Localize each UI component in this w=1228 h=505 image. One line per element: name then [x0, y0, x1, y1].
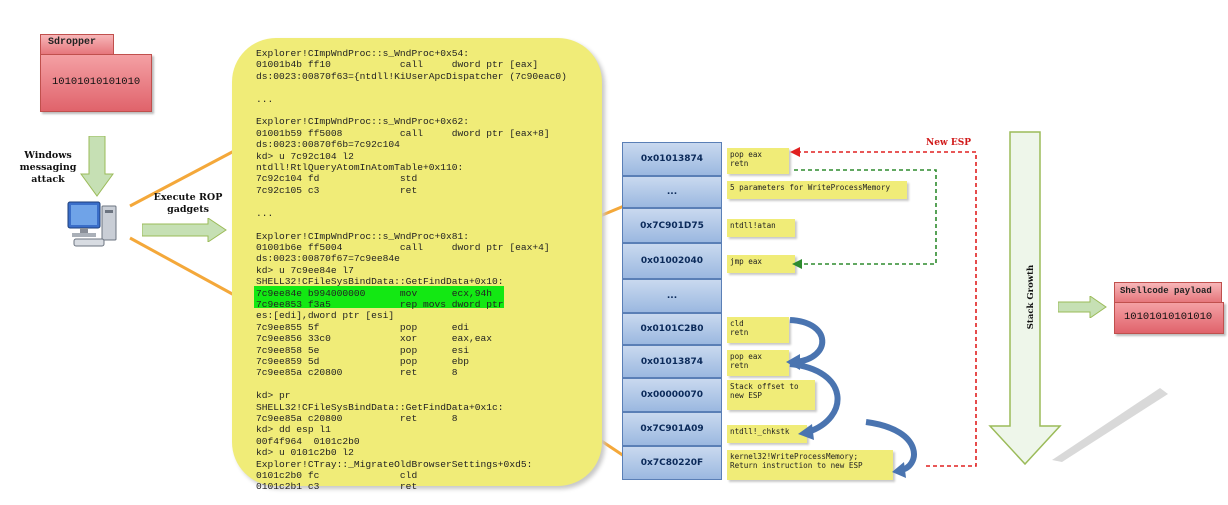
code-line: 01001b59 ff5008 call dword ptr [eax+8] [256, 127, 550, 139]
code-line: 7c92c104 fd std [256, 173, 418, 185]
code-line: ds:0023:00870f6b=7c92c104 [256, 139, 400, 151]
code-line: SHELL32!CFileSysBindData::GetFindData+0x… [256, 401, 504, 413]
stack-address: 0x7C901A09 [640, 424, 704, 434]
stack-cell: 0x7C901D75 [622, 208, 722, 243]
stack-cell: ... [622, 279, 722, 313]
code-line: ntdll!RtlQueryAtomInAtomTable+0x110: [256, 162, 464, 174]
gadget-note-line: ntdll!atan [730, 221, 776, 230]
debugger-listing: Explorer!CImpWndProc::s_WndProc+0x54: 01… [256, 48, 567, 493]
stack-address: 0x01013874 [640, 356, 704, 367]
code-line: es:[edi],dword ptr [esi] [256, 310, 395, 322]
down-arrow-icon [80, 136, 114, 197]
code-line: ds:0023:00870f63={ntdll!KiUserApcDispatc… [256, 70, 567, 82]
stack-growth-label: Stack Growth [1026, 264, 1036, 330]
code-line: 00f4f964 0101c2b0 [256, 435, 360, 447]
code-line: 01001b4b ff10 call dword ptr [eax] [256, 59, 539, 71]
code-line: 7c9ee84e b994000000 mov ecx,94h [256, 287, 493, 299]
gadget-note: 5 parameters for WriteProcessMemory [727, 181, 907, 199]
code-panel [232, 38, 602, 486]
stack-address: 0x00000070 [640, 390, 704, 400]
stack-address: 0x7C901D75 [640, 220, 704, 231]
stack-cell: 0x00000070 [622, 378, 722, 412]
stack-growth-arrow-icon [988, 131, 1062, 466]
gadget-note-line: Stack offset to [730, 382, 799, 391]
gadget-note-line: pop eax [730, 352, 763, 361]
code-line: 7c9ee859 5d pop ebp [256, 355, 470, 367]
gadget-note-line: jmp eax [730, 257, 763, 266]
stack-address: 0x01013874 [640, 154, 704, 164]
code-line: Explorer!CImpWndProc::s_WndProc+0x62: [256, 116, 470, 128]
dropper-bits: 10101010101010 [52, 76, 141, 88]
stack-cell: 0x01002040 [622, 243, 722, 279]
code-line: Explorer!CImpWndProc::s_WndProc+0x54: [256, 48, 470, 59]
gadget-note-line: 5 parameters for WriteProcessMemory [730, 183, 891, 192]
code-line: kd> dd esp l1 [256, 424, 331, 436]
gadget-note: ntdll!_chkstk [727, 425, 807, 443]
stack-address: 0x7C80220F [640, 458, 704, 468]
gadget-note-line: retn [730, 361, 749, 370]
stack-address: ... [666, 187, 678, 197]
code-line: 0101c2b0 fc cld [256, 470, 418, 482]
code-line: 0101c2b1 c3 ret [256, 481, 418, 493]
code-line: kd> u 7c9ee84e l7 [256, 264, 354, 276]
code-line: ... [256, 207, 274, 219]
highlighted-gadget [254, 286, 504, 308]
right-arrow-icon-2 [1058, 296, 1107, 318]
code-line: kd> u 0101c2b0 l2 [256, 447, 354, 459]
code-line: SHELL32!CFileSysBindData::GetFindData+0x… [256, 276, 504, 288]
shellcode-box [1114, 302, 1224, 334]
code-line: 7c9ee855 5f pop edi [256, 321, 470, 333]
execute-rop-label: Execute ROP gadgets [153, 192, 223, 215]
stack-address: 0x0101C2B0 [640, 324, 704, 334]
code-line: 7c92c105 c3 ret [256, 184, 418, 196]
code-line: 7c9ee85a c20800 ret 8 [256, 367, 458, 379]
code-line: kd> pr [256, 390, 291, 402]
stack-cell: 0x7C901A09 [622, 412, 722, 446]
dropper-box [40, 54, 152, 112]
stack-address: 0x01002040 [640, 256, 704, 266]
stack-cell: 0x7C80220F [622, 446, 722, 480]
code-line: Explorer!CImpWndProc::s_WndProc+0x81: [256, 230, 470, 242]
code-line: 7c9ee858 5e pop esi [256, 344, 470, 356]
code-line: 7c9ee856 33c0 xor eax,eax [256, 333, 493, 345]
computer-icon [67, 201, 117, 247]
code-line: 01001b6e ff5004 call dword ptr [eax+4] [256, 241, 550, 253]
gadget-note-line: cld [730, 319, 744, 328]
gadget-note-line: retn [730, 328, 749, 337]
stack-address: ... [666, 291, 678, 301]
code-line: Explorer!CTray::_MigrateOldBrowserSettin… [256, 458, 533, 470]
gadget-note-line: ntdll!_chkstk [730, 427, 790, 436]
gadget-note-line: Return instruction to new ESP [730, 461, 863, 470]
code-line: ... [256, 93, 274, 105]
dropper-tab-label: Sdropper [48, 37, 97, 48]
stack-cell: 0x01013874 [622, 345, 722, 378]
stack-cell: 0x01013874 [622, 142, 722, 176]
stack-cell: 0x0101C2B0 [622, 313, 722, 345]
gadget-note-line: retn [730, 159, 749, 168]
windows-messaging-label: Windows messaging attack [19, 150, 77, 185]
code-line: kd> u 7c92c104 l2 [256, 150, 354, 162]
shellcode-bits: 10101010101010 [1124, 311, 1213, 323]
gadget-note: jmp eax [727, 255, 795, 273]
code-line: 7c9ee853 f3a5 rep movs dword ptr [256, 298, 504, 310]
shadow-decoration [1052, 388, 1168, 462]
stack-cell: ... [622, 176, 722, 208]
new-esp-label: New ESP [926, 138, 971, 148]
gadget-note-line: kernel32!WriteProcessMemory; [730, 452, 859, 461]
shellcode-tab-label: Shellcode payload [1120, 286, 1212, 296]
gadget-note: ntdll!atan [727, 219, 795, 237]
gadget-note-line: pop eax [730, 150, 763, 159]
code-line: ds:0023:00870f67=7c9ee84e [256, 253, 400, 265]
code-line: 7c9ee85a c20800 ret 8 [256, 413, 458, 424]
gadget-note-line: new ESP [730, 391, 763, 400]
right-arrow-icon [142, 218, 227, 242]
gadget-note: kernel32!WriteProcessMemory;Return instr… [727, 450, 893, 480]
